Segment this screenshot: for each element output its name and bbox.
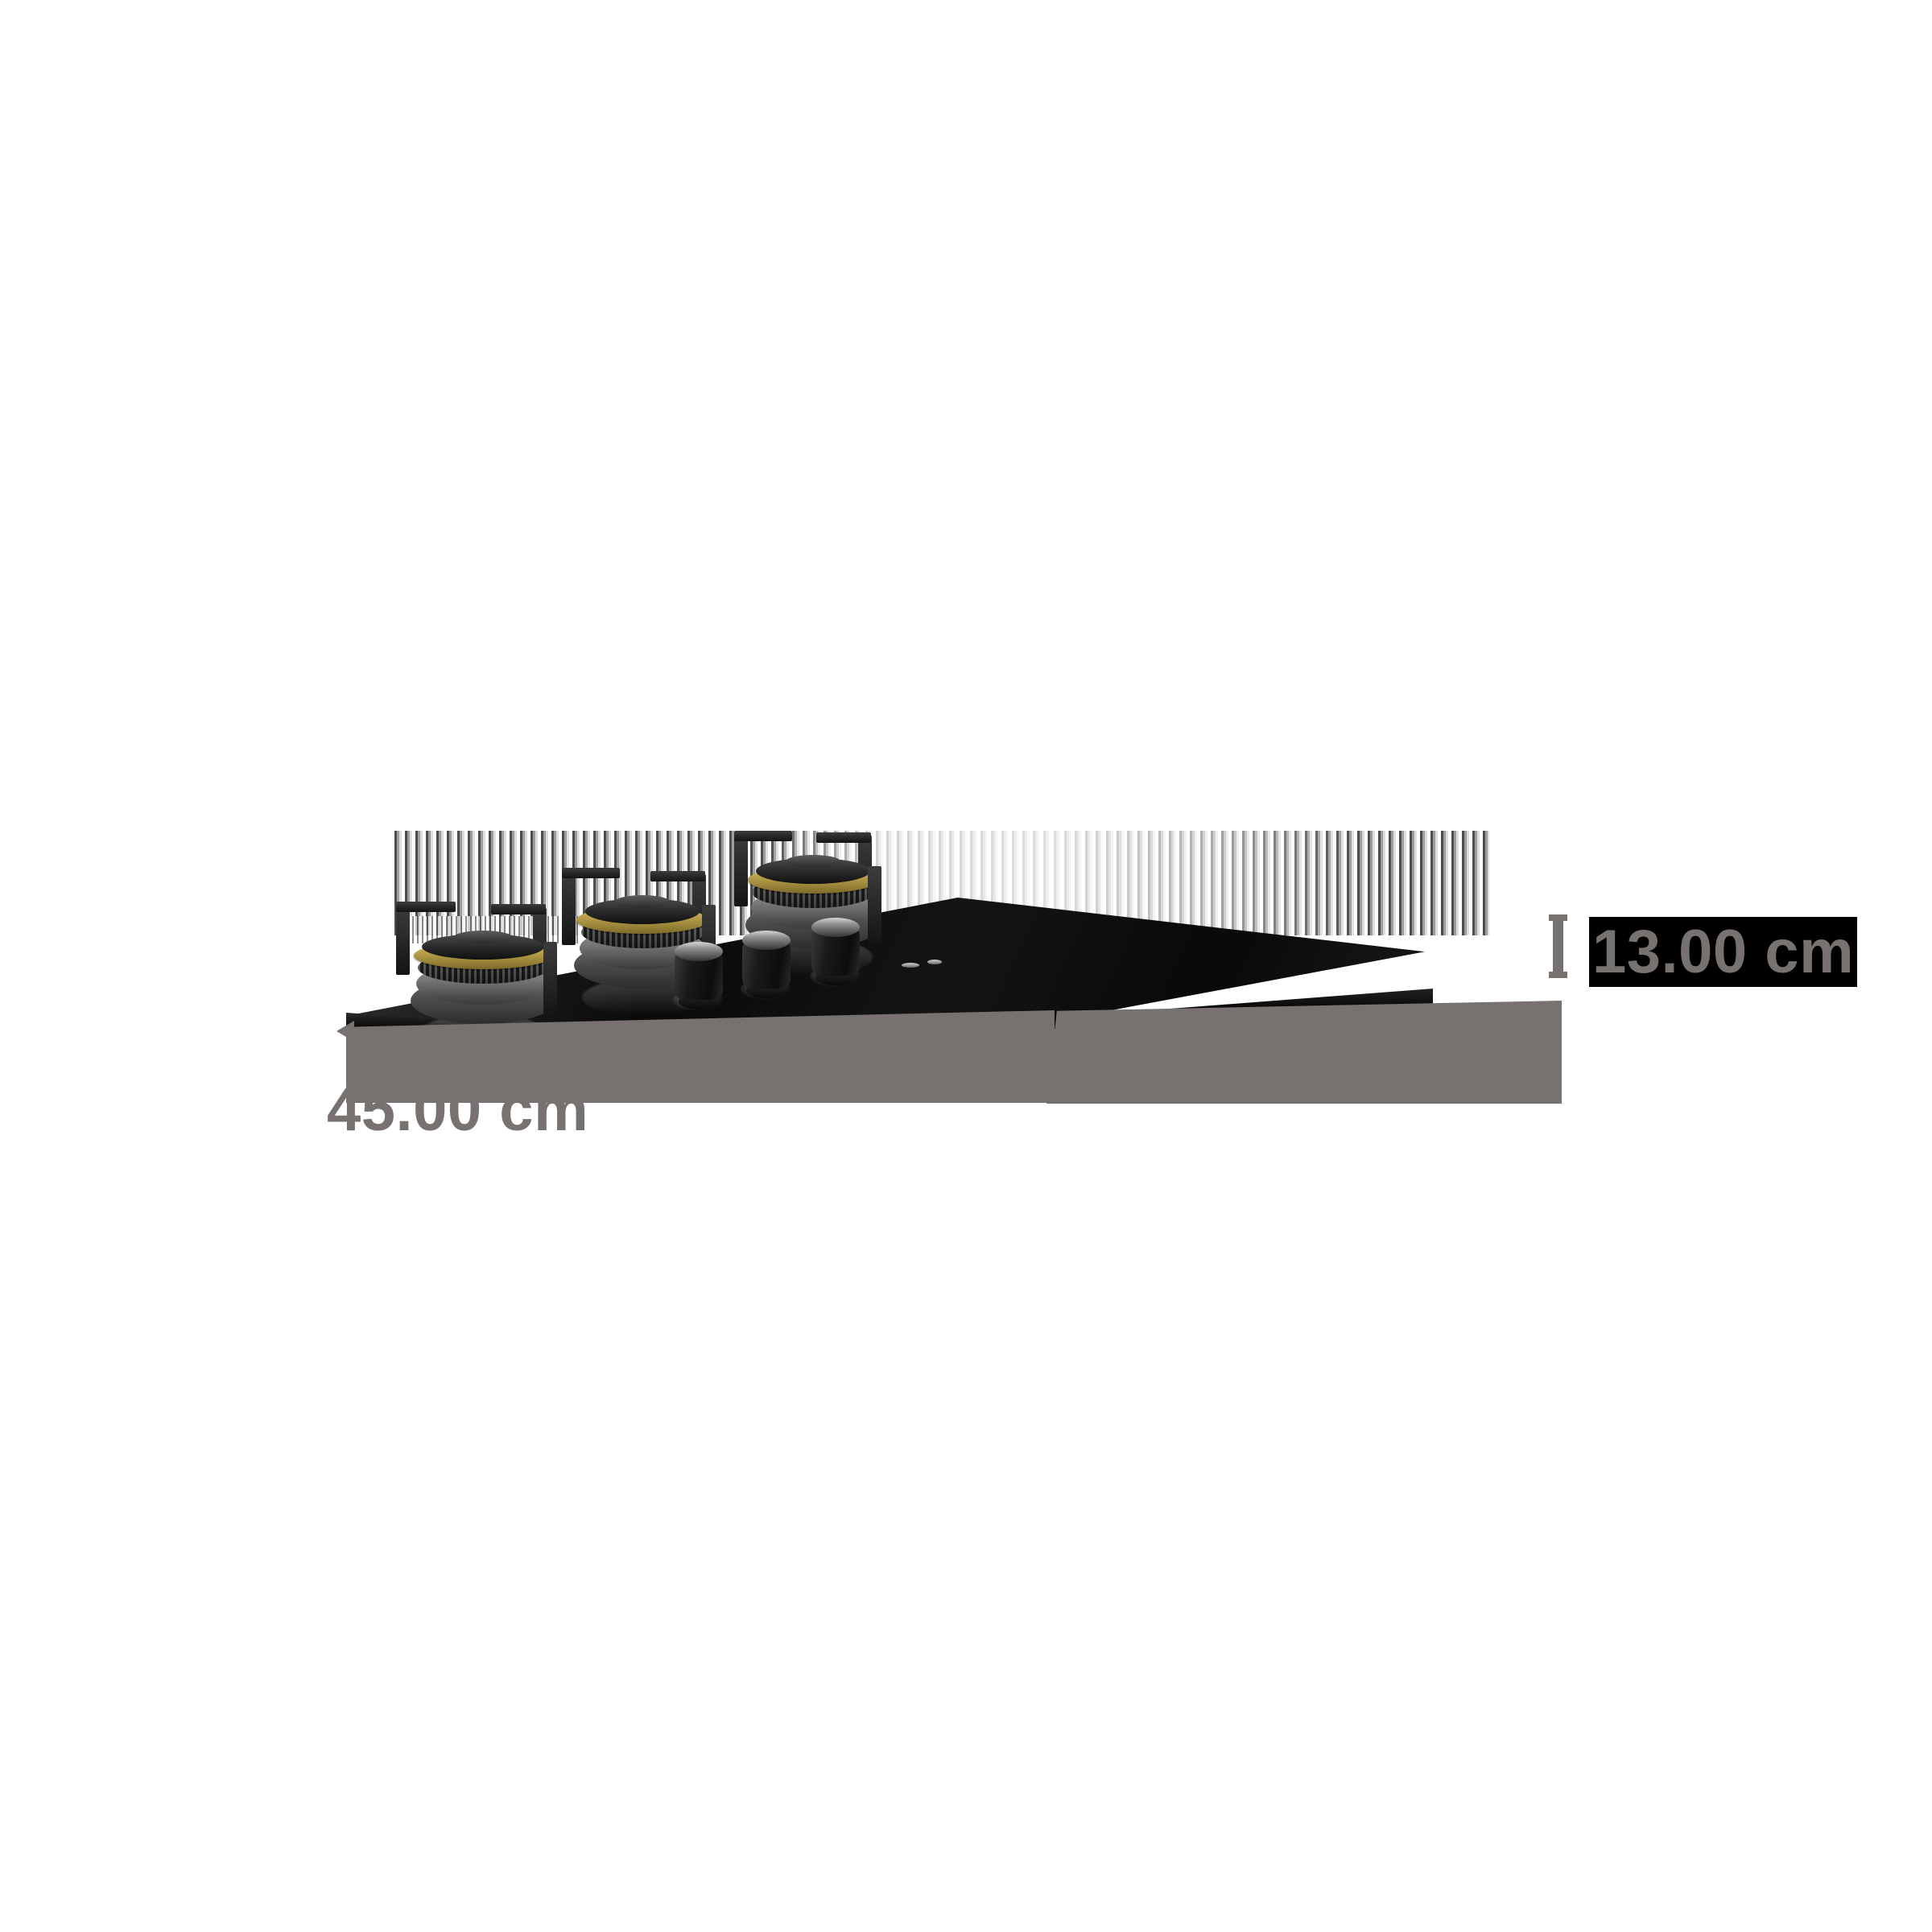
- burner-middle: [574, 895, 711, 1016]
- burner-cap-top: [786, 855, 840, 868]
- depth-dimension-label: 45.00 cm: [327, 1075, 589, 1144]
- control-knob-3[interactable]: [809, 918, 862, 989]
- knob-top-cap: [675, 942, 723, 961]
- height-dimension-tick: [1553, 919, 1563, 976]
- height-dimension-label: 13.00 cm: [1589, 917, 1858, 987]
- pan-support-arm: [491, 904, 546, 914]
- pan-support-arm: [650, 871, 705, 881]
- pan-support-arm: [734, 831, 792, 841]
- width-dimension-line: [1046, 1001, 1562, 1104]
- burner-cap-top: [615, 895, 670, 908]
- igniter-electrode: [902, 963, 919, 968]
- knob-top-cap: [742, 931, 791, 950]
- knob-top-cap: [811, 918, 860, 937]
- control-knob-1[interactable]: [672, 942, 725, 1013]
- pan-support-arm: [396, 906, 410, 975]
- front-corner-tick: [1055, 1037, 1064, 1072]
- depth-dimension-line: [346, 1010, 1055, 1103]
- pan-support-arm: [543, 942, 557, 1016]
- pan-support-arm: [562, 871, 576, 945]
- pan-support-arm: [734, 834, 748, 906]
- depth-dimension-arrow-right: [1041, 1046, 1057, 1066]
- height-dimension-tick-bottom: [1549, 972, 1567, 978]
- pan-support-arm: [868, 866, 881, 945]
- pan-support-arm: [396, 902, 456, 912]
- pan-support-arm: [816, 832, 871, 843]
- igniter-electrode: [927, 960, 942, 964]
- control-knob-2[interactable]: [740, 931, 793, 1001]
- pan-support-arm: [562, 868, 620, 878]
- front-corner-tick-cap: [1048, 1037, 1071, 1045]
- height-dimension-tick-top: [1549, 914, 1567, 921]
- burner-cap-top: [454, 931, 512, 943]
